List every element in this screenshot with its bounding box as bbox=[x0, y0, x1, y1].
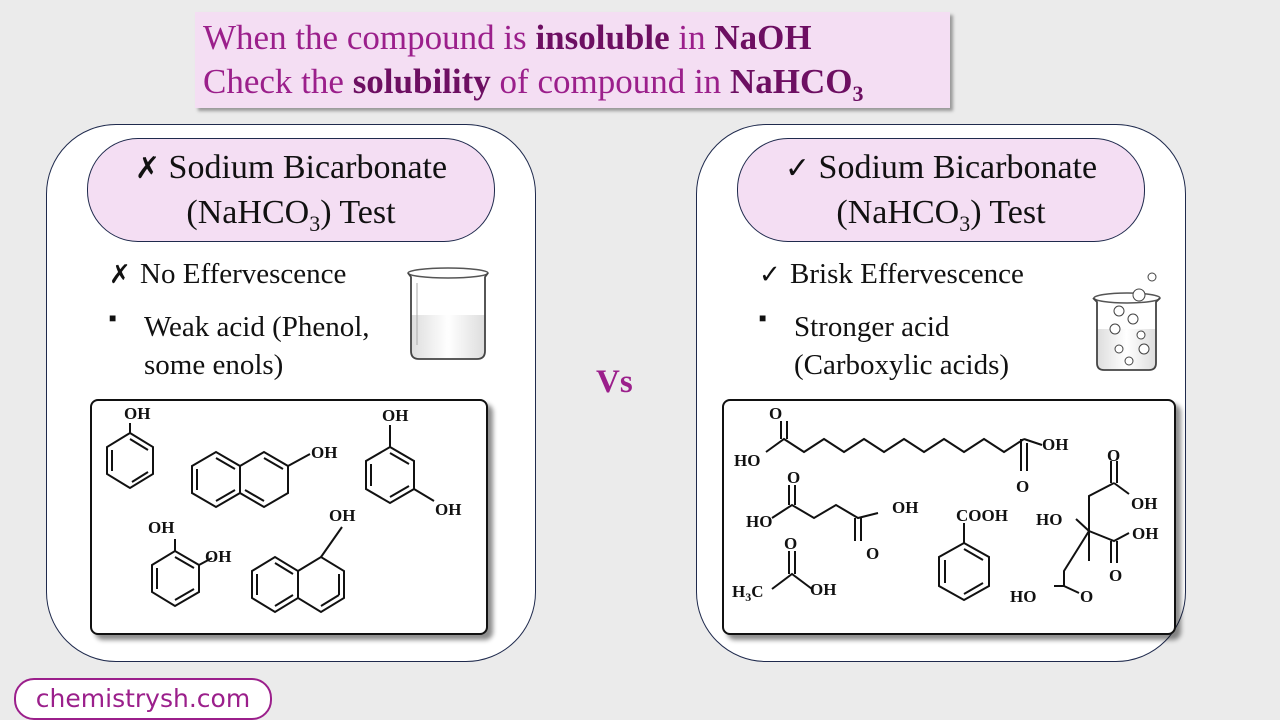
ring bbox=[106, 431, 154, 490]
carboxyl-label: COOH bbox=[956, 506, 1008, 525]
hydroxyl-label: HO bbox=[734, 451, 760, 470]
negative-test-panel: ✗ Sodium Bicarbonate (NaHCO3) Test ✗ No … bbox=[46, 124, 536, 662]
clear-beaker-icon bbox=[407, 267, 489, 360]
methyl-c: C bbox=[751, 582, 763, 601]
banner-subscript: 3 bbox=[852, 81, 864, 106]
positive-test-panel: ✓ Sodium Bicarbonate (NaHCO3) Test ✓ Bri… bbox=[696, 124, 1186, 662]
observation: ✓ Brisk Effervescence bbox=[759, 258, 1024, 291]
oxygen-label: O bbox=[866, 544, 879, 563]
observation-text: Brisk Effervescence bbox=[790, 258, 1024, 290]
test-title: (NaHCO bbox=[836, 194, 960, 231]
carboxylic-acid-structures: O HO OH O O HO OH O COOH O H3C OH O OH H… bbox=[732, 404, 1158, 606]
cross-icon: ✗ bbox=[109, 260, 131, 290]
site-link[interactable]: chemistrysh.com bbox=[14, 678, 272, 720]
oxygen-label: O bbox=[1080, 587, 1093, 606]
bullet-icon: ■ bbox=[759, 311, 767, 325]
banner-text: Check the bbox=[203, 62, 353, 101]
hydroxyl-label: OH bbox=[1042, 435, 1068, 454]
acid-description: Weak acid (Phenol, some enols) bbox=[144, 308, 370, 384]
hydroxyl-label: OH bbox=[124, 404, 150, 423]
subscript: 3 bbox=[745, 590, 751, 604]
acid-line: Weak acid (Phenol, bbox=[144, 311, 370, 343]
banner-emphasis: NaHCO bbox=[729, 62, 853, 101]
hydroxyl-label: OH bbox=[810, 580, 836, 599]
banner-text: in bbox=[669, 18, 715, 57]
subscript: 3 bbox=[959, 210, 971, 236]
oxygen-label: O bbox=[769, 404, 782, 423]
oxygen-label: O bbox=[1107, 446, 1120, 465]
bullet-icon: ■ bbox=[109, 311, 117, 325]
hydroxyl-label: OH bbox=[205, 547, 231, 566]
banner-text: When the compound is bbox=[203, 18, 536, 57]
test-title-pill: ✓ Sodium Bicarbonate (NaHCO3) Test bbox=[737, 138, 1145, 242]
check-icon: ✓ bbox=[784, 151, 811, 186]
hydroxyl-label: OH bbox=[148, 518, 174, 537]
banner-line-1: When the compound is insoluble in NaOH bbox=[203, 18, 812, 58]
hydroxyl-label: OH bbox=[435, 500, 461, 519]
banner-text: of compound in bbox=[490, 62, 730, 101]
hydroxyl-label: OH bbox=[382, 406, 408, 425]
carboxylic-acid-structures-box: O HO OH O O HO OH O COOH O H3C OH O OH H… bbox=[722, 399, 1176, 635]
hydroxyl-label: OH bbox=[329, 506, 355, 525]
hydroxyl-label: OH bbox=[1132, 524, 1158, 543]
test-title: Sodium Bicarbonate bbox=[818, 149, 1098, 186]
cross-icon: ✗ bbox=[134, 151, 161, 186]
hydroxyl-label: HO bbox=[1010, 587, 1036, 606]
hydroxyl-label: OH bbox=[311, 443, 337, 462]
oxygen-label: O bbox=[784, 534, 797, 553]
oxygen-label: O bbox=[1016, 477, 1029, 496]
banner-emphasis: NaOH bbox=[714, 18, 812, 57]
test-title: ) Test bbox=[970, 194, 1046, 231]
banner-line-2: Check the solubility of compound in NaHC… bbox=[203, 62, 863, 107]
oxygen-label: O bbox=[787, 468, 800, 487]
subscript: 3 bbox=[309, 210, 321, 236]
phenol-structures-box: OH OH OH OH OH OH OH bbox=[90, 399, 488, 635]
test-title: (NaHCO bbox=[186, 194, 310, 231]
oxygen-label: O bbox=[1109, 566, 1122, 585]
hydroxyl-label: OH bbox=[892, 498, 918, 517]
test-title: ) Test bbox=[320, 194, 396, 231]
acid-line: (Carboxylic acids) bbox=[794, 349, 1010, 381]
banner-emphasis: solubility bbox=[352, 62, 491, 101]
test-title: Sodium Bicarbonate bbox=[168, 149, 448, 186]
acid-description: Stronger acid (Carboxylic acids) bbox=[794, 308, 1009, 384]
observation-text: No Effervescence bbox=[140, 258, 347, 290]
test-title-pill: ✗ Sodium Bicarbonate (NaHCO3) Test bbox=[87, 138, 495, 242]
hydroxyl-label: OH bbox=[1131, 494, 1157, 513]
hydroxyl-label: HO bbox=[1036, 510, 1062, 529]
acid-line: Stronger acid bbox=[794, 311, 950, 343]
phenol-structures: OH OH OH OH OH OH OH bbox=[106, 404, 461, 614]
check-icon: ✓ bbox=[759, 260, 781, 290]
bubbling-beaker-icon bbox=[1092, 272, 1161, 371]
header-banner: When the compound is insoluble in NaOH C… bbox=[195, 12, 950, 108]
hydroxyl-label: HO bbox=[746, 512, 772, 531]
acid-line: some enols) bbox=[144, 349, 284, 381]
banner-emphasis: insoluble bbox=[535, 18, 670, 57]
observation: ✗ No Effervescence bbox=[109, 258, 346, 291]
versus-label: Vs bbox=[596, 364, 633, 400]
methyl-label: H3C bbox=[732, 582, 764, 604]
methyl-h: H bbox=[732, 582, 745, 601]
